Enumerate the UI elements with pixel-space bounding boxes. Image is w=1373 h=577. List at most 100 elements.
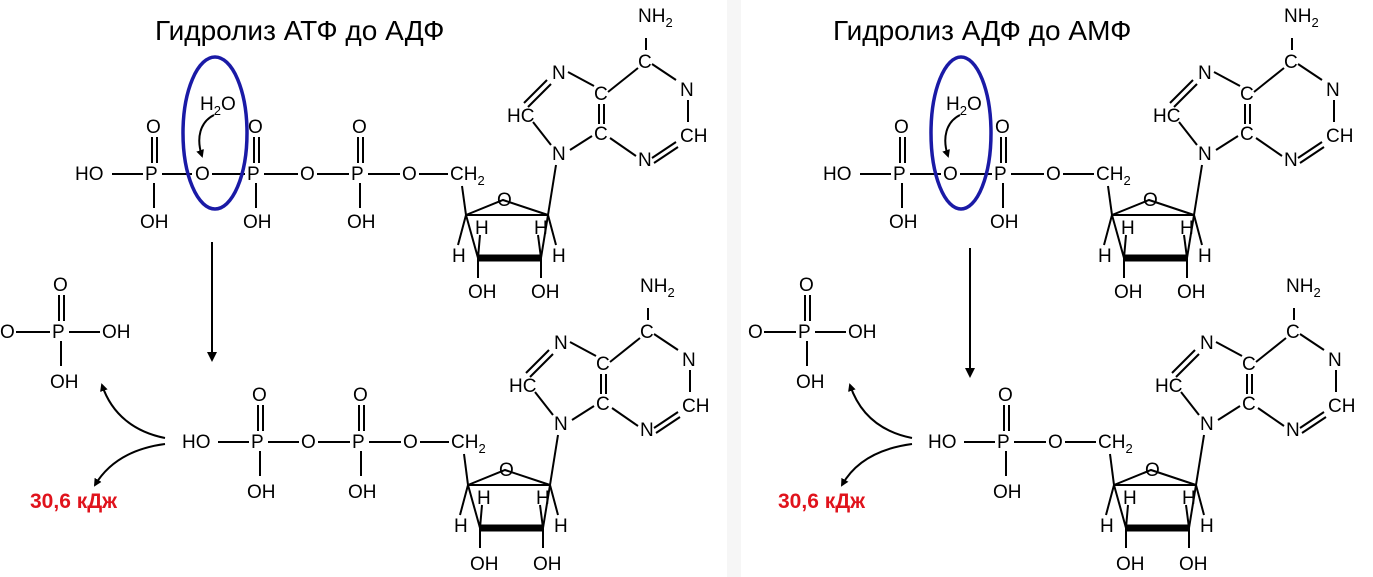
- atom-label: OH: [50, 372, 79, 393]
- atom-label: OH: [1177, 282, 1206, 303]
- atom-label: O: [301, 432, 316, 453]
- atom-label: N: [640, 420, 654, 441]
- atom-label: O: [53, 275, 68, 296]
- atom-label: N: [638, 150, 652, 171]
- atom-label: OH: [531, 282, 560, 303]
- atom-label: N: [1198, 144, 1212, 165]
- phosphate-release-arrow: [848, 383, 913, 439]
- atom-label: O: [300, 164, 315, 185]
- atom-label: CH: [1328, 396, 1355, 417]
- atom-label: P: [145, 164, 158, 185]
- phosphate-release-arrow: [100, 383, 166, 439]
- atom-label: P: [997, 432, 1010, 453]
- atom-label: CH: [680, 126, 707, 147]
- atom-label: P: [994, 164, 1007, 185]
- svg-text:NH2: NH2: [638, 6, 673, 30]
- atom-label: O: [943, 164, 958, 185]
- atom-label: H: [454, 516, 468, 537]
- free-phosphate: O P O OH OH: [748, 275, 877, 393]
- atom-label: C: [594, 84, 608, 105]
- energy-release-arrow: [93, 443, 166, 487]
- atom-label: OH: [533, 554, 562, 575]
- atom-label: O: [195, 164, 210, 185]
- atom-label: H: [1180, 218, 1194, 239]
- atom-label: N: [1286, 420, 1300, 441]
- atom-label: O: [402, 164, 417, 185]
- atom-label: HC: [509, 376, 536, 397]
- atom-label: CH: [1326, 126, 1353, 147]
- atom-label: C: [596, 354, 610, 375]
- atom-label: OH: [347, 212, 376, 233]
- atom-label: O: [998, 385, 1013, 406]
- free-phosphate: O P O OH OH: [0, 275, 131, 393]
- atom-label: C: [1286, 322, 1300, 343]
- atom-label: N: [1326, 80, 1340, 101]
- cleavage-highlight-oval: [181, 55, 249, 211]
- atom-label: O: [499, 460, 514, 481]
- atom-label: N: [682, 350, 696, 371]
- adp-phosphate-chain: HO P O OH O P O OH O CH2: [823, 117, 1131, 233]
- atom-label: N: [1198, 63, 1212, 84]
- svg-text:NH2: NH2: [1286, 276, 1321, 300]
- atom-label: OH: [1116, 554, 1145, 575]
- panel-divider: [727, 0, 741, 577]
- atom-label: O: [146, 117, 161, 138]
- svg-text:NH2: NH2: [1284, 6, 1319, 30]
- atom-label: C: [640, 322, 654, 343]
- amp-molecule: HO P O OH O CH2 O H H H H OH: [928, 276, 1355, 575]
- atom-label: N: [1284, 150, 1298, 171]
- atom-label: O: [403, 432, 418, 453]
- atom-label: O: [995, 117, 1010, 138]
- atom-label: C: [1240, 84, 1254, 105]
- atom-label: OH: [102, 322, 131, 343]
- atom-label: C: [1242, 354, 1256, 375]
- atom-label: HO: [928, 432, 957, 453]
- atom-label: P: [893, 164, 906, 185]
- atom-label: OH: [468, 282, 497, 303]
- atom-label: OH: [796, 372, 825, 393]
- panel-atp-adp: Гидролиз АТФ до АДФ HO P O OH O P O OH O…: [0, 6, 709, 575]
- atom-label: H: [1182, 488, 1196, 509]
- atom-label: OH: [848, 322, 877, 343]
- svg-text:CH2: CH2: [450, 164, 485, 188]
- water-attack-arrow: [942, 114, 961, 158]
- water-label: H2O: [946, 94, 982, 118]
- atom-label: O: [1145, 460, 1160, 481]
- atom-label: N: [680, 80, 694, 101]
- atp-phosphate-chain: HO P O OH O P O OH O P O OH O C: [75, 117, 485, 233]
- atom-label: HO: [823, 164, 852, 185]
- atom-label: OH: [990, 212, 1019, 233]
- atom-label: H: [554, 516, 568, 537]
- atom-label: C: [638, 52, 652, 73]
- atom-label: O: [252, 385, 267, 406]
- atom-label: H: [1100, 516, 1114, 537]
- atom-label: H: [452, 246, 466, 267]
- atom-label: N: [1200, 414, 1214, 435]
- atom-label: P: [352, 432, 365, 453]
- atom-label: N: [1328, 350, 1342, 371]
- water-label: H2O: [200, 94, 236, 118]
- atom-label: P: [251, 432, 264, 453]
- atom-label: P: [52, 322, 65, 343]
- atom-label: P: [351, 164, 364, 185]
- atom-label: H: [475, 218, 489, 239]
- panel-adp-amp: Гидролиз АДФ до АМФ HO P O OH O P O OH O…: [748, 6, 1355, 575]
- atom-label: O: [497, 190, 512, 211]
- panel-title: Гидролиз АТФ до АДФ: [155, 15, 444, 46]
- adenosine-top: O H H H H OH OH N HC N C C: [452, 6, 707, 303]
- atom-label: OH: [243, 212, 272, 233]
- atom-label: C: [596, 394, 610, 415]
- atom-label: P: [798, 322, 811, 343]
- atom-label: H: [1098, 246, 1112, 267]
- atom-label: O: [0, 322, 15, 343]
- atom-label: H: [536, 488, 550, 509]
- energy-release-label: 30,6 кДж: [30, 490, 118, 513]
- atom-label: O: [1048, 432, 1063, 453]
- atom-label: OH: [247, 482, 276, 503]
- atom-label: O: [1143, 190, 1158, 211]
- cleavage-highlight-oval: [929, 55, 993, 211]
- svg-text:CH2: CH2: [1098, 432, 1133, 456]
- atom-label: N: [552, 144, 566, 165]
- atom-label: O: [352, 117, 367, 138]
